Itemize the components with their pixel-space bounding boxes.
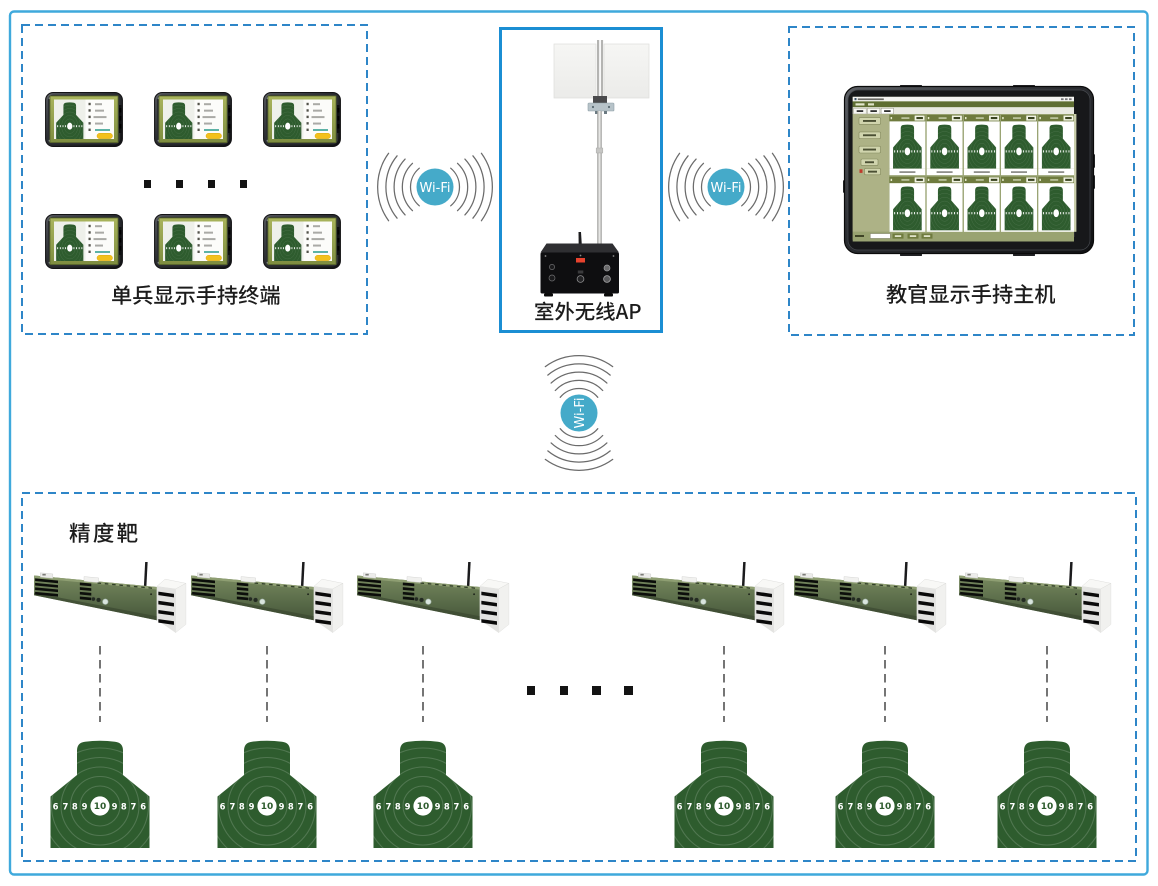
precision-targets-group: 精度靶 bbox=[21, 492, 1137, 862]
ellipsis-dot bbox=[559, 685, 569, 695]
connector-line bbox=[1046, 646, 1048, 722]
terminals-label: 单兵显示手持终端 bbox=[111, 281, 281, 309]
ellipsis-dot bbox=[239, 180, 248, 188]
silhouette-target bbox=[835, 737, 935, 848]
instructor-target-card bbox=[964, 177, 1000, 238]
terminals-group: 单兵显示手持终端 bbox=[21, 24, 368, 335]
precision-target-controller bbox=[33, 562, 187, 635]
precision-target-controller bbox=[793, 562, 947, 635]
handheld-terminal-device bbox=[154, 214, 232, 269]
silhouette-target bbox=[997, 737, 1097, 848]
instructor-target-card bbox=[1038, 177, 1074, 238]
handheld-terminal-device bbox=[263, 92, 341, 147]
precision-label: 精度靶 bbox=[69, 519, 138, 547]
connector-line bbox=[723, 646, 725, 722]
instructor-label: 教官显示手持主机 bbox=[886, 280, 1056, 308]
instructor-target-card bbox=[1038, 115, 1074, 176]
handheld-terminal-device bbox=[154, 92, 232, 147]
ellipsis-dot bbox=[526, 685, 536, 695]
ellipsis-dot bbox=[143, 180, 151, 188]
ap-pole bbox=[597, 111, 602, 246]
ellipsis-dot bbox=[207, 180, 215, 188]
terminals-box-border bbox=[21, 24, 368, 335]
silhouette-target bbox=[373, 737, 473, 848]
instructor-target-card bbox=[964, 115, 1000, 176]
precision-target-controller bbox=[631, 562, 785, 635]
silhouette-target bbox=[674, 737, 774, 848]
ellipsis-dot bbox=[175, 180, 183, 188]
antenna-panel-left bbox=[553, 43, 597, 99]
connector-line bbox=[422, 646, 424, 722]
ap-box-border bbox=[499, 27, 663, 333]
instructor-target-card bbox=[889, 115, 925, 176]
terminals-label-text: 单兵显示手持终端 bbox=[111, 281, 281, 309]
outer-border bbox=[8, 10, 1149, 876]
antenna-panel-right bbox=[603, 43, 650, 99]
silhouette-target bbox=[50, 737, 150, 848]
instructor-target-card bbox=[1001, 115, 1037, 176]
silhouette-target bbox=[217, 737, 317, 848]
precision-target-controller bbox=[190, 562, 344, 635]
connector-line bbox=[99, 646, 101, 722]
ap-box-top bbox=[540, 243, 619, 253]
ellipsis-dot bbox=[624, 685, 634, 695]
precision-target-controller bbox=[958, 562, 1112, 635]
ap-led bbox=[576, 258, 585, 263]
instructor-label-text: 教官显示手持主机 bbox=[886, 280, 1056, 308]
connector-line bbox=[266, 646, 268, 722]
instructor-group: 教官显示手持主机 bbox=[788, 26, 1135, 336]
precision-label-text: 精度靶 bbox=[69, 519, 138, 547]
instructor-target-card bbox=[927, 115, 963, 176]
instructor-screen bbox=[852, 96, 1074, 242]
connector-line bbox=[884, 646, 886, 722]
instructor-tablet-device bbox=[843, 85, 1095, 256]
handheld-terminal-device bbox=[263, 214, 341, 269]
wifi-icon bbox=[542, 351, 616, 475]
instructor-box-border bbox=[788, 26, 1135, 336]
handheld-terminal-device bbox=[45, 92, 123, 147]
instructor-target-card bbox=[1001, 177, 1037, 238]
outdoor-ap-device bbox=[540, 40, 650, 297]
instructor-target-card bbox=[889, 177, 925, 238]
ellipsis-dot bbox=[592, 685, 602, 695]
instructor-target-card bbox=[927, 177, 963, 238]
ap-group: 室外无线AP bbox=[499, 27, 663, 333]
wifi-icon bbox=[373, 150, 497, 224]
precision-target-controller bbox=[356, 562, 510, 635]
wifi-icon bbox=[664, 150, 788, 224]
handheld-terminal-device bbox=[45, 214, 123, 269]
